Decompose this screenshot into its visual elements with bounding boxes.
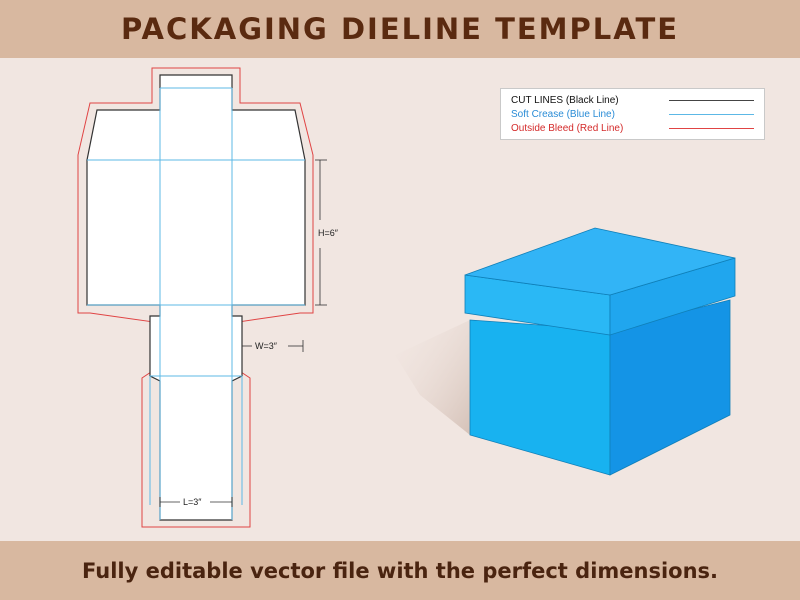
lid-top-face bbox=[464, 227, 736, 296]
header-banner: PACKAGING DIELINE TEMPLATE bbox=[0, 0, 800, 58]
line-legend: CUT LINES (Black Line) Soft Crease (Blue… bbox=[500, 88, 765, 140]
legend-bleed-label: Outside Bleed (Red Line) bbox=[511, 122, 624, 134]
legend-crease-row: Soft Crease (Blue Line) bbox=[511, 107, 754, 121]
box-mockup bbox=[464, 227, 736, 476]
legend-cut-swatch bbox=[669, 99, 754, 101]
height-label: H=6″ bbox=[318, 228, 339, 238]
footer-banner: Fully editable vector file with the perf… bbox=[0, 541, 800, 600]
length-label: L=3″ bbox=[183, 497, 202, 507]
height-dimension bbox=[315, 159, 327, 306]
crease-lines bbox=[87, 87, 305, 520]
legend-crease-label: Soft Crease (Blue Line) bbox=[511, 108, 615, 120]
legend-bleed-row: Outside Bleed (Red Line) bbox=[511, 121, 754, 135]
legend-crease-swatch bbox=[669, 113, 754, 115]
footer-tagline: Fully editable vector file with the perf… bbox=[81, 558, 719, 583]
legend-cut-row: CUT LINES (Black Line) bbox=[511, 93, 754, 107]
page-title: PACKAGING DIELINE TEMPLATE bbox=[120, 12, 680, 46]
box-shadow bbox=[395, 320, 470, 435]
width-dimension bbox=[241, 340, 304, 352]
legend-cut-label: CUT LINES (Black Line) bbox=[511, 94, 619, 106]
legend-bleed-swatch bbox=[669, 127, 754, 129]
bleed-outline bbox=[77, 67, 314, 528]
box-front-face bbox=[469, 319, 611, 476]
cut-outline bbox=[86, 74, 306, 521]
length-dimension bbox=[159, 497, 233, 507]
width-label: W=3″ bbox=[255, 341, 278, 351]
